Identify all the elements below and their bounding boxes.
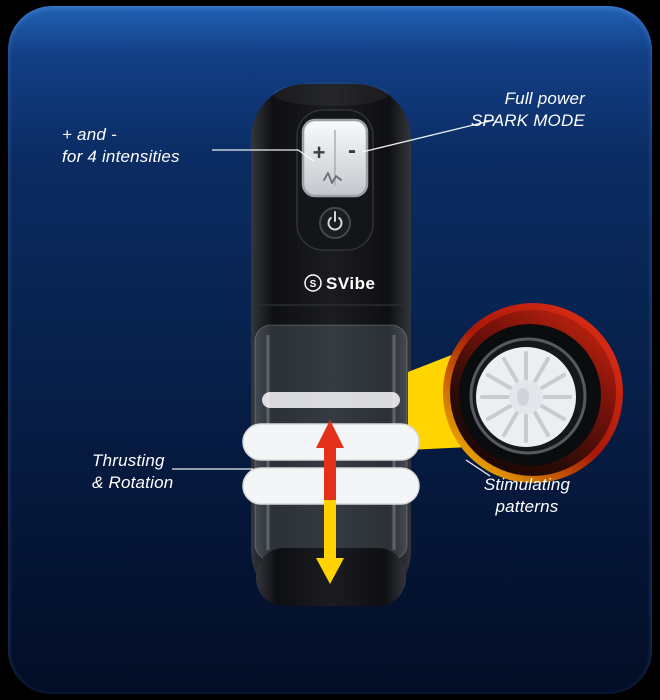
power-button xyxy=(319,207,351,239)
wave-icon xyxy=(323,172,342,184)
brand-logo-glyph: S xyxy=(310,279,317,290)
callout-stimulating: Stimulating patterns xyxy=(452,474,602,519)
callout-line-stimulating xyxy=(465,459,491,477)
sleeve-ring-top xyxy=(262,392,400,408)
thrust-arrow-down xyxy=(316,500,344,584)
brand-logo-icon xyxy=(304,274,322,292)
minus-icon: - xyxy=(348,137,356,164)
callout-line-intensities xyxy=(212,149,315,162)
callout-intensities-line1: + and - xyxy=(62,125,117,144)
callout-thrusting-line2: & Rotation xyxy=(92,473,174,493)
brand-logo: S SVibe xyxy=(304,274,375,293)
callout-thrusting: Thrusting & Rotation xyxy=(92,450,222,495)
callout-thrusting-line1: Thrusting xyxy=(92,451,165,470)
callout-stimulating-line1: Stimulating xyxy=(483,475,571,494)
callout-spark-line2: SPARK MODE xyxy=(470,111,585,131)
stimulation-pattern xyxy=(476,347,576,447)
power-icon xyxy=(327,217,343,231)
callout-stimulating-line2: patterns xyxy=(495,497,559,517)
callout-spark-mode: Full power SPARK MODE xyxy=(425,88,585,133)
callout-spark-line1: Full power xyxy=(504,89,585,108)
brand-text: SVibe xyxy=(326,274,375,293)
magnifier-callout xyxy=(408,303,623,483)
plus-icon: + xyxy=(313,140,326,165)
body-top-highlight xyxy=(273,82,389,106)
callout-intensities: + and - for 4 intensities xyxy=(62,124,222,169)
thrust-arrow-up xyxy=(316,420,344,504)
control-panel: + - xyxy=(296,109,374,251)
callout-intensities-line2: for 4 intensities xyxy=(62,147,180,167)
callout-line-spark xyxy=(361,119,495,153)
